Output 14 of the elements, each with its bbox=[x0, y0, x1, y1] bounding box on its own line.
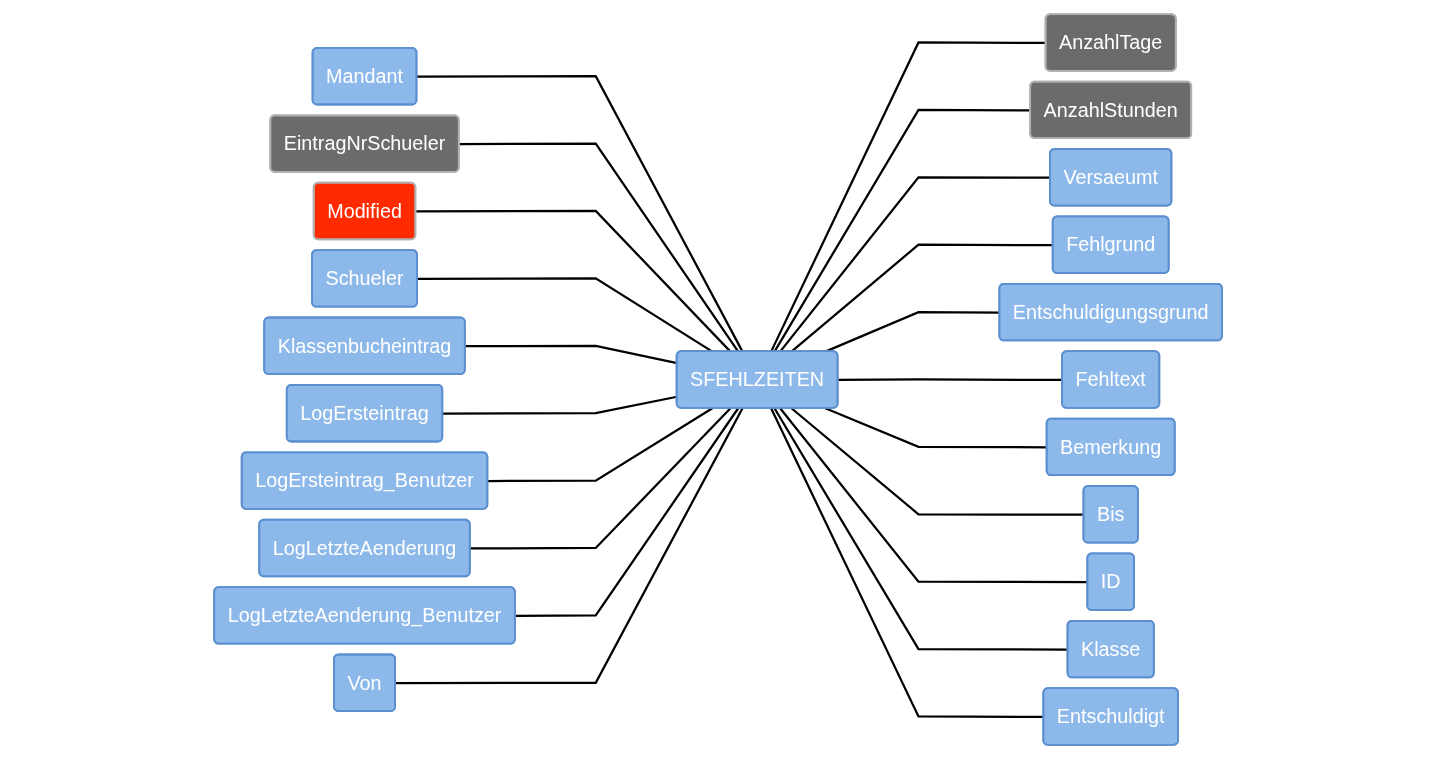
connector bbox=[790, 406, 1084, 516]
connector bbox=[773, 407, 1068, 651]
connector bbox=[416, 74, 744, 352]
connector bbox=[487, 406, 713, 482]
connector bbox=[824, 406, 1047, 448]
connector bbox=[395, 407, 744, 684]
connector bbox=[779, 407, 1088, 583]
connector bbox=[470, 406, 732, 550]
connector bbox=[773, 108, 1031, 352]
connector bbox=[459, 141, 740, 352]
connector bbox=[770, 407, 1044, 718]
connector bbox=[415, 209, 732, 352]
connector bbox=[770, 40, 1046, 352]
connector bbox=[515, 407, 740, 617]
